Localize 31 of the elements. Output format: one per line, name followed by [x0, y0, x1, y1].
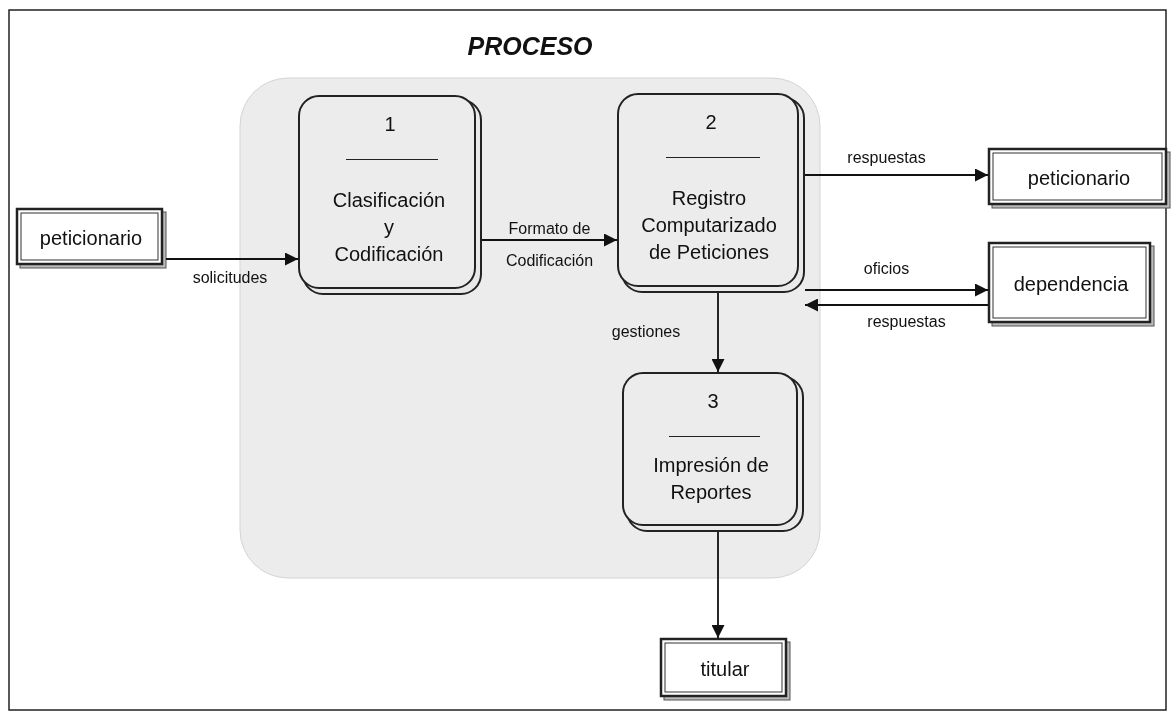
- arrow: [481, 233, 618, 247]
- process-number: 3: [706, 390, 720, 413]
- process-number: 1: [383, 113, 397, 136]
- entity-box: [16, 208, 166, 268]
- flow-label: gestiones: [610, 321, 682, 342]
- process-box: [622, 372, 804, 532]
- arrow: [804, 283, 989, 297]
- process-label: Clasificación y Codificación: [331, 188, 447, 267]
- entity-box: [660, 638, 790, 700]
- arrow: [711, 292, 725, 373]
- flow-label: respuestas: [846, 148, 927, 168]
- process-number: 2: [704, 111, 718, 134]
- arrow: [711, 531, 725, 639]
- area-heading: PROCESO: [466, 32, 594, 61]
- flow-label: oficios: [862, 259, 911, 279]
- process-box: [298, 95, 482, 295]
- entity-label: titular: [699, 657, 751, 681]
- entity-box: [988, 148, 1170, 208]
- flow-label: solicitudes: [191, 268, 269, 288]
- process-label: Registro Computarizado de Peticiones: [640, 186, 778, 265]
- entity-box: [988, 242, 1154, 326]
- entity-label: dependencia: [1012, 272, 1130, 296]
- flow-label: respuestas: [866, 312, 947, 332]
- process-box: [617, 93, 805, 293]
- flow-label: Formato de Codificación: [504, 219, 595, 271]
- process-label: Impresión de Reportes: [652, 453, 770, 505]
- arrow: [804, 168, 989, 182]
- entity-label: peticionario: [1026, 166, 1132, 190]
- entity-label: peticionario: [38, 226, 144, 250]
- arrow: [804, 298, 989, 312]
- arrow: [165, 252, 299, 266]
